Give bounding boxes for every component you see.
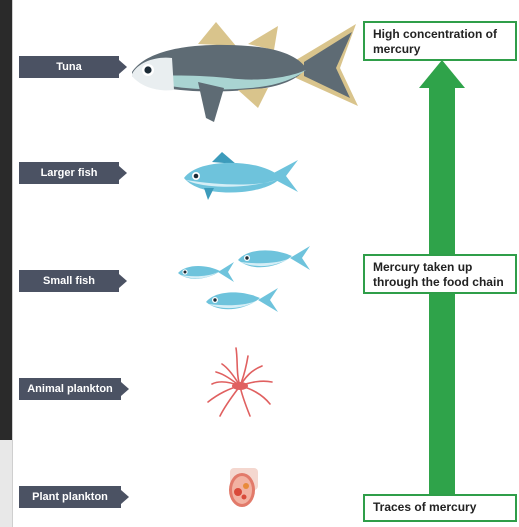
box-traces-text: Traces of mercury: [373, 500, 476, 514]
label-larger-fish-text: Larger fish: [41, 167, 98, 179]
label-tuna-text: Tuna: [56, 61, 81, 73]
label-larger-fish: Larger fish: [19, 162, 119, 184]
label-animal-plankton-text: Animal plankton: [27, 383, 113, 395]
box-taken-up-text: Mercury taken up through the food chain: [373, 260, 504, 289]
label-animal-plankton: Animal plankton: [19, 378, 121, 400]
left-edge-strip: [0, 0, 12, 440]
small-fish-icon: [178, 242, 310, 322]
box-high-concentration: High concentration of mercury: [363, 21, 517, 61]
plant-plankton-icon: [222, 466, 266, 510]
box-taken-up: Mercury taken up through the food chain: [363, 254, 517, 294]
box-traces: Traces of mercury: [363, 494, 517, 522]
box-high-concentration-text: High concentration of mercury: [373, 27, 497, 56]
label-tuna: Tuna: [19, 56, 119, 78]
up-arrow-icon: [419, 60, 465, 88]
larger-fish-icon: [182, 152, 300, 202]
label-plant-plankton: Plant plankton: [19, 486, 121, 508]
label-plant-plankton-text: Plant plankton: [32, 491, 108, 503]
animal-plankton-icon: [206, 346, 278, 418]
label-small-fish-text: Small fish: [43, 275, 95, 287]
tuna-icon: [128, 18, 360, 124]
label-small-fish: Small fish: [19, 270, 119, 292]
